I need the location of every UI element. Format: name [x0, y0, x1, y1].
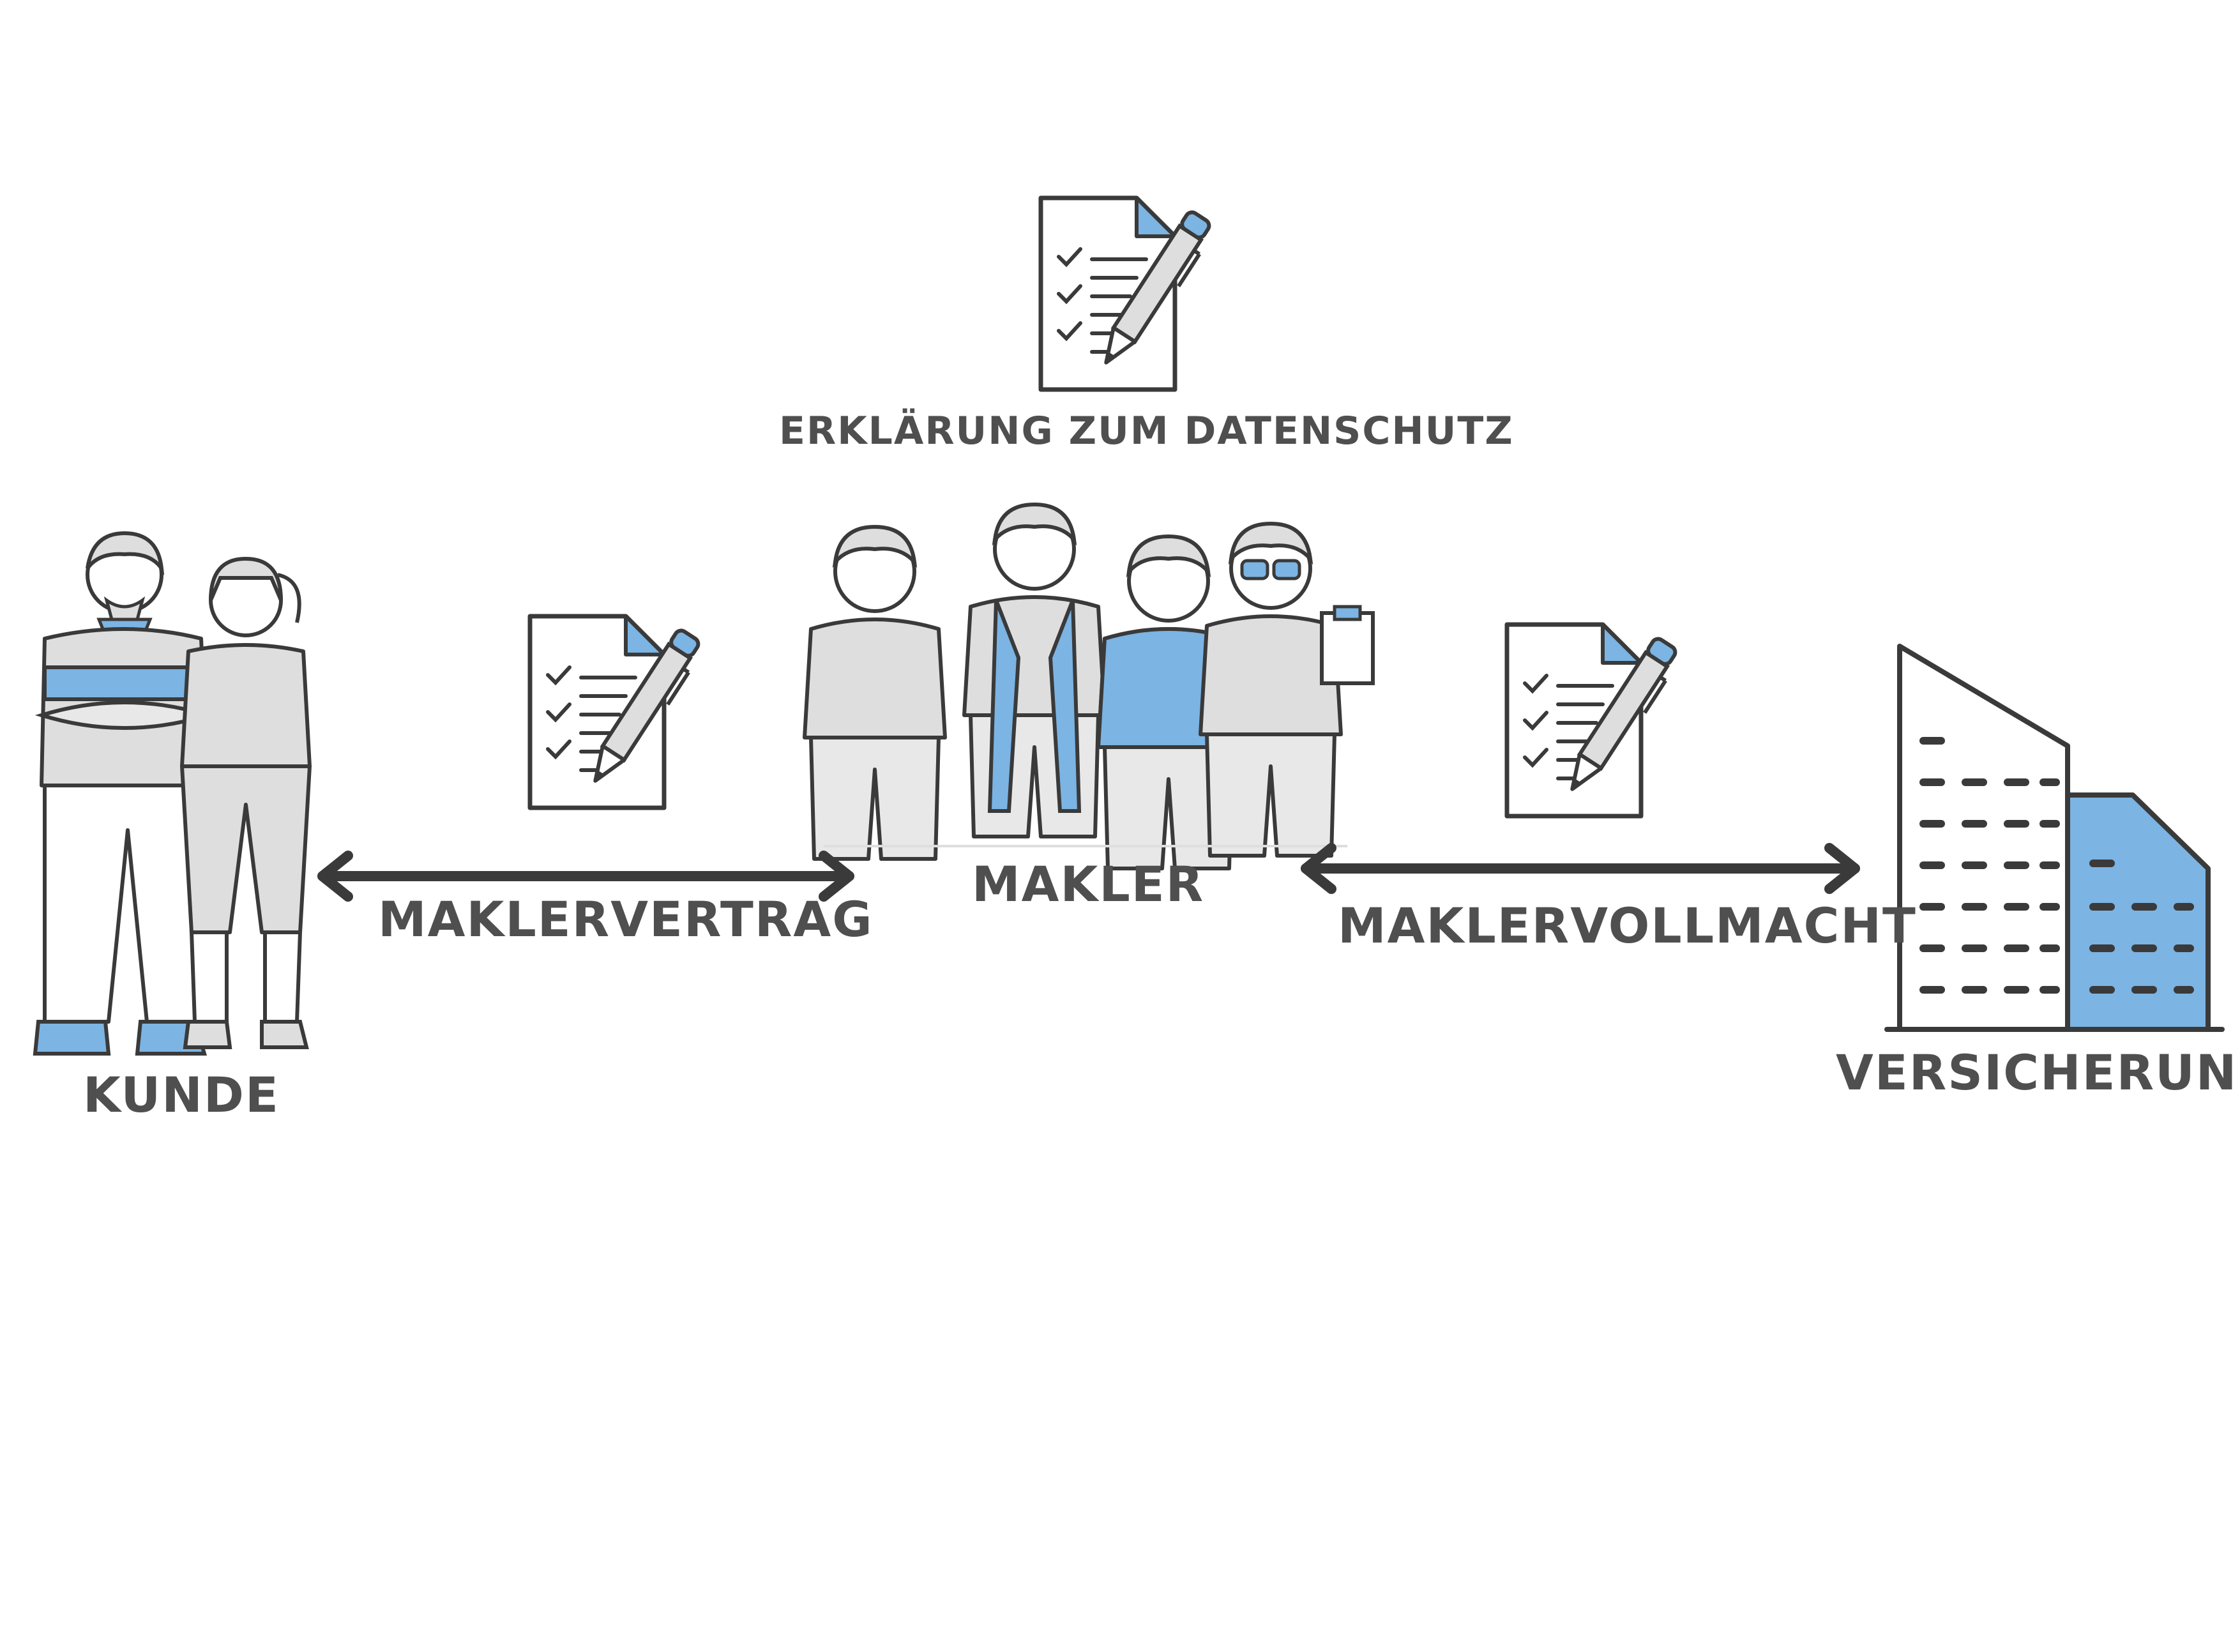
- versicherung-label: VERSICHERUNG: [1836, 1044, 2240, 1101]
- versicherung-building-icon: [1884, 644, 2225, 1032]
- maklervollmacht-document-icon: [1507, 625, 1683, 816]
- datenschutz-label: ERKLÄRUNG ZUM DATENSCHUTZ: [779, 409, 1514, 453]
- datenschutz-document-icon: [1041, 198, 1217, 390]
- maklervertrag-double-arrow-icon: [317, 851, 854, 902]
- maklervertrag-label: MAKLERVERTRAG: [378, 891, 874, 948]
- kunde-label: KUNDE: [83, 1066, 280, 1123]
- makler-people-icon: [805, 504, 1375, 868]
- maklervertrag-document-icon: [530, 616, 706, 808]
- maklervollmacht-double-arrow-icon: [1301, 843, 1860, 894]
- makler-label: MAKLER: [972, 856, 1205, 913]
- kunde-people-icon: [33, 531, 312, 1056]
- maklervollmacht-label: MAKLERVOLLMACHT: [1338, 897, 1917, 954]
